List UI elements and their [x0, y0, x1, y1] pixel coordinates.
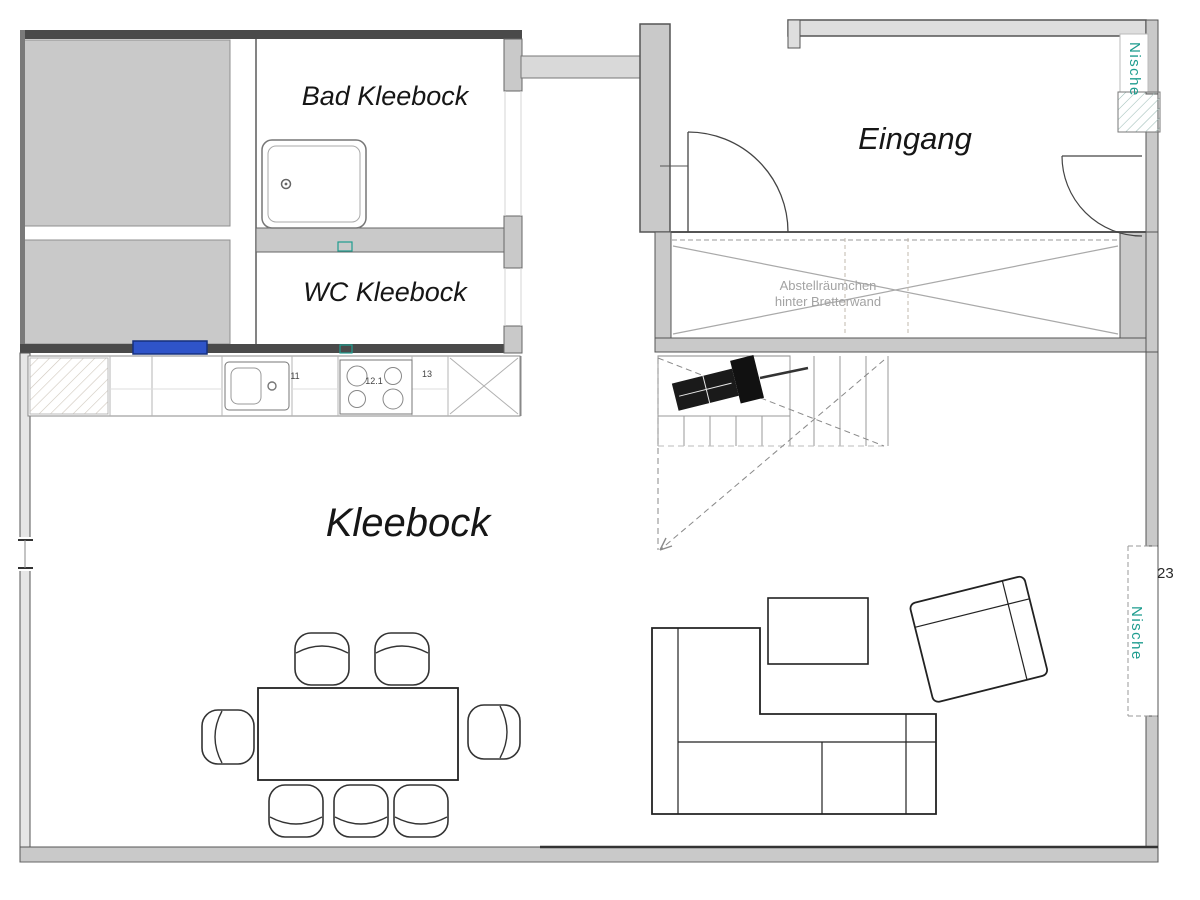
door-entry — [1061, 155, 1143, 237]
wall-right-5 — [1145, 715, 1159, 849]
chair — [467, 704, 521, 760]
kitchen-number: 13 — [422, 369, 432, 379]
stairs — [657, 355, 889, 551]
wall-stub — [520, 55, 653, 79]
chair — [268, 784, 324, 838]
wall-left-upper — [20, 30, 25, 348]
wall-left-lower — [19, 352, 31, 848]
lounge-set — [651, 575, 1048, 815]
storage-room: Abstellräumchen hinter Bretterwand — [672, 238, 1119, 336]
wall-jamb-1 — [503, 38, 523, 92]
kitchen-sink — [224, 361, 290, 411]
dining-set — [201, 632, 521, 838]
sofa — [651, 627, 937, 815]
neighbor-block-bottom — [23, 239, 231, 345]
chair — [333, 784, 389, 838]
niche-right: Nische 23 — [1127, 545, 1174, 717]
room-label-wohnzimmer: Kleebock — [326, 501, 493, 545]
wc-vent-mark — [337, 241, 353, 252]
niche-right-label: Nische — [1128, 606, 1145, 661]
wall-storage-bottom — [654, 337, 1147, 353]
room-label-eingang: Eingang — [858, 121, 972, 156]
armchair — [909, 575, 1048, 703]
wall-bottom — [19, 846, 1159, 863]
dimension-label: 23 — [1157, 565, 1174, 582]
walls — [17, 19, 1159, 863]
room-label-wc: WC Kleebock — [303, 277, 468, 307]
kitchen-counter: 11 12.1 13 — [27, 344, 522, 417]
appliance-cross — [449, 357, 519, 415]
storage-note-line2: hinter Bretterwand — [775, 294, 881, 309]
wall-top-left — [20, 30, 522, 39]
wall-jamb-3 — [503, 325, 523, 354]
stove — [339, 359, 413, 415]
kitchen-number: 11 — [290, 371, 299, 381]
storage-note-line1: Abstellräumchen — [780, 278, 877, 293]
door-arc-hall — [687, 131, 789, 233]
kitchen-number: 12.1 — [365, 376, 383, 386]
niche-top: Nische — [1117, 33, 1161, 133]
wall-right-4 — [1145, 351, 1159, 547]
room-label-bad: Bad Kleebock — [302, 81, 470, 111]
niche-top-label: Nische — [1126, 42, 1143, 97]
shower — [261, 139, 367, 229]
door-arc-entry — [1061, 155, 1143, 237]
stair-equipment — [671, 355, 765, 411]
wall-bad-wc-divider — [255, 227, 523, 253]
neighbor-block-top — [23, 39, 231, 227]
wall-kitchen-top — [20, 344, 522, 353]
kitchen-vent-mark — [339, 344, 353, 354]
chair — [201, 709, 255, 765]
window-blue — [132, 340, 208, 355]
wall-jamb-2 — [503, 215, 523, 269]
wall-right-2 — [1145, 131, 1159, 233]
kitchen-hatch-cabinet — [29, 357, 109, 415]
coffee-table — [767, 597, 869, 665]
wall-storage-right — [1119, 231, 1147, 353]
dining-table — [257, 687, 459, 781]
storage-cross — [672, 245, 1119, 335]
stair-walkline — [659, 359, 885, 551]
chair — [374, 632, 430, 686]
niche-hatch — [1117, 91, 1161, 133]
door-hall — [660, 131, 789, 233]
wall-storage-left — [654, 231, 672, 353]
stair-handle — [759, 366, 809, 380]
wall-entry-stub — [787, 19, 801, 49]
wall-right-3 — [1145, 231, 1159, 353]
wall-chimney — [639, 23, 671, 233]
chair — [393, 784, 449, 838]
chair — [294, 632, 350, 686]
wall-entry-top — [787, 19, 1147, 37]
